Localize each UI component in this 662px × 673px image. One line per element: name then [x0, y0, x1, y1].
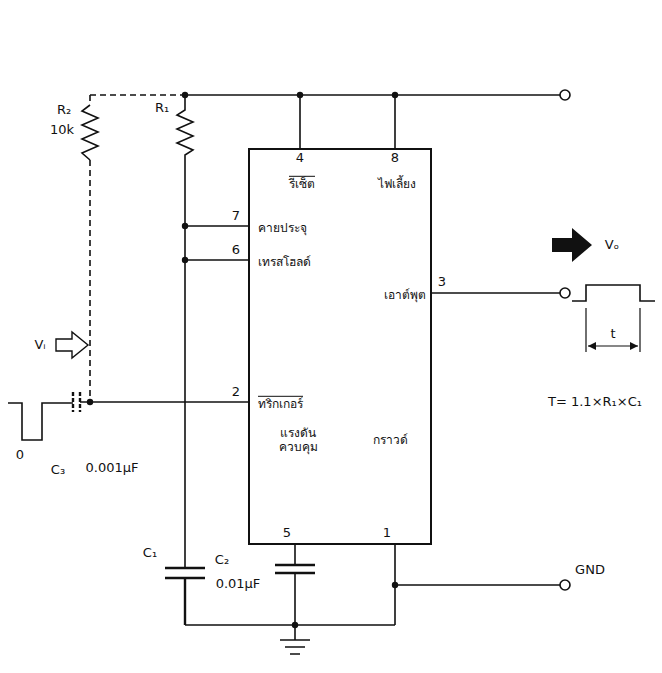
optional-wire [90, 94, 185, 96]
signal-name: Vᵢ [34, 338, 45, 353]
part-name: R₂ [57, 103, 71, 118]
supply-rail [185, 94, 560, 96]
terminal [560, 580, 570, 590]
pin-number: 6 [232, 243, 240, 258]
terminal [560, 288, 570, 298]
level-mark: 0 [16, 448, 24, 463]
pin-wire [185, 226, 248, 260]
pin-function: แรงดัน ควบคุม [267, 426, 329, 455]
ground-wire [185, 545, 560, 625]
pin-function: กราวด์ [373, 433, 408, 447]
part-name: R₁ [155, 101, 169, 116]
resistor-symbol [177, 95, 193, 568]
pin-number: 2 [232, 385, 240, 400]
part-value: 0.01μF [216, 577, 261, 592]
pin-number: 8 [391, 151, 399, 166]
pin-number: 5 [283, 526, 291, 541]
output-pulse [572, 285, 655, 301]
pin-function: ไฟเลี้ยง [378, 177, 416, 191]
pin-number: 3 [438, 275, 446, 290]
pin-wire [80, 401, 248, 403]
optional-wire [89, 160, 91, 402]
part-name: C₃ [51, 463, 65, 478]
ic-555-body: รีเซ็ต ไฟเลี้ยงคายประจุเทรสโฮลด์เอาต์พุตท… [248, 148, 432, 545]
capacitor-symbol [73, 392, 80, 412]
pin-function: ทริกเกอร์ [258, 397, 303, 411]
pin-function: คายประจุ [258, 221, 307, 235]
output-arrow [552, 228, 592, 262]
part-value: 0.001μF [86, 461, 139, 476]
pin-wire [300, 95, 395, 148]
part-name: C₁ [143, 546, 157, 561]
pin-function: เอาต์พุต [384, 288, 426, 302]
pin-wire [294, 545, 296, 565]
pin-number: 1 [383, 526, 391, 541]
arrowhead [588, 342, 638, 350]
signal-name: Vₒ [605, 238, 619, 253]
capacitor-symbol [275, 565, 315, 573]
pin-function: เทรสโฮลด์ [258, 255, 311, 269]
input-arrow [56, 332, 88, 358]
part-name: C₂ [215, 553, 229, 568]
pin-number: 4 [296, 151, 304, 166]
input-pulse [8, 403, 73, 440]
optional-wire [89, 95, 91, 105]
capacitor-symbol [165, 568, 205, 625]
pin-function: รีเซ็ต [289, 177, 315, 191]
ground-symbol [280, 640, 310, 654]
pin-wire [432, 292, 560, 294]
resistor-symbol [82, 105, 98, 160]
part-value: 10k [50, 123, 74, 138]
pin-wire [294, 573, 296, 640]
terminal-name: GND [575, 563, 605, 578]
dimension-text: t [610, 327, 615, 342]
pin-number: 7 [232, 209, 240, 224]
terminal [560, 90, 570, 100]
formula: T= 1.1×R₁×C₁ [548, 395, 642, 410]
dimension-line [586, 308, 640, 352]
